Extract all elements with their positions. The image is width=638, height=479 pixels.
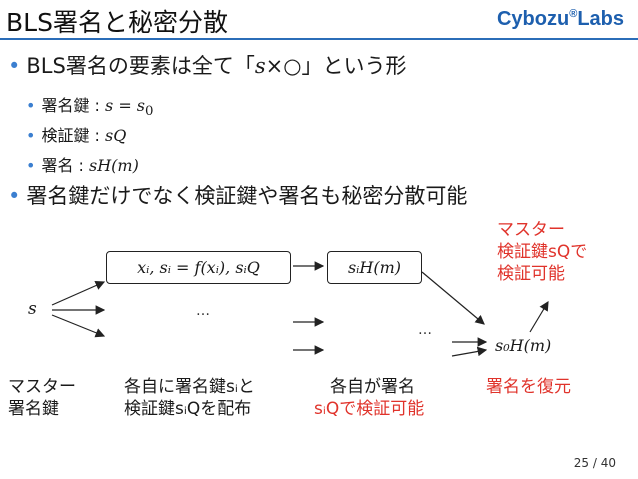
logo-main: Cybozu	[496, 8, 570, 30]
math-subscript: 0	[145, 104, 154, 120]
math-formula: sQ	[105, 126, 127, 145]
caption-line: 各自に署名鍵sᵢと	[124, 377, 255, 397]
caption-line: 各自が署名	[330, 377, 415, 397]
restored-signature: s₀H(m)	[495, 336, 552, 355]
restore-caption: 署名を復元	[486, 377, 571, 397]
master-key-caption: マスター 署名鍵	[8, 376, 76, 420]
page-number: 25 / 40	[573, 456, 616, 470]
arrow-box2-to-result	[421, 271, 485, 325]
sub-bullet-label: 検証鍵 :	[41, 126, 106, 145]
bullet-dot-icon: •	[26, 126, 36, 145]
caption-line: 署名鍵	[8, 399, 59, 419]
caption-line-red: sᵢQで検証可能	[314, 399, 425, 419]
bullet-dot-icon: •	[8, 184, 21, 208]
math-formula: sH(m)	[89, 156, 139, 175]
arrow-s-to-low	[51, 314, 106, 338]
sub-bullet-signature: • 署名 : sH(m)	[26, 152, 139, 176]
math-formula: s = s	[105, 96, 146, 115]
note-line: マスター	[497, 220, 565, 240]
logo-registered-mark: ®	[569, 8, 578, 20]
bullet-secret-sharing: •署名鍵だけでなく検証鍵や署名も秘密分散可能	[8, 180, 467, 210]
note-line: 検証可能	[497, 264, 565, 284]
arrow-low-to-result	[451, 346, 488, 357]
logo-tail: Labs	[577, 8, 624, 30]
ellipsis-right: …	[418, 322, 432, 338]
bullet-text: 署名鍵だけでなく検証鍵や署名も秘密分散可能	[26, 184, 468, 208]
arrow-s-to-box1	[51, 281, 106, 306]
caption-line: マスター	[8, 377, 76, 397]
secret-s-label: s	[28, 299, 37, 319]
slide-title: BLS署名と秘密分散	[6, 8, 228, 37]
cybozu-labs-logo: Cybozu®Labs	[497, 8, 624, 31]
distribute-caption: 各自に署名鍵sᵢと 検証鍵sᵢQを配布	[124, 376, 255, 420]
each-sign-caption: 各自が署名 sᵢQで検証可能	[314, 376, 424, 420]
bullet-dot-icon: •	[26, 156, 36, 175]
title-divider	[0, 38, 638, 40]
bullet-elements: •BLS署名の要素は全て「s×○」という形	[8, 50, 407, 80]
partial-signature-box: sᵢH(m)	[327, 251, 422, 284]
share-box: xᵢ, sᵢ = f(xᵢ), sᵢQ	[106, 251, 291, 284]
arrow-result-to-verify	[529, 300, 549, 333]
bullet-dot-icon: •	[8, 54, 21, 78]
title-bar: BLS署名と秘密分散 Cybozu®Labs	[0, 0, 638, 38]
sub-bullet-signing-key: • 署名鍵 : s = s0	[26, 92, 154, 119]
caption-line: 検証鍵sᵢQを配布	[124, 399, 252, 419]
note-line: 検証鍵sQで	[497, 242, 588, 262]
sub-bullet-verify-key: • 検証鍵 : sQ	[26, 122, 126, 146]
sub-bullet-label: 署名 :	[41, 156, 90, 175]
math-s: s	[254, 54, 266, 78]
bullet-text-tail: ×○」という形	[265, 54, 407, 78]
master-verify-note: マスター 検証鍵sQで 検証可能	[497, 219, 587, 285]
bullet-text: BLS署名の要素は全て「	[26, 54, 255, 78]
sub-bullet-label: 署名鍵 :	[41, 96, 106, 115]
bullet-dot-icon: •	[26, 96, 36, 115]
ellipsis-left: …	[196, 303, 210, 319]
